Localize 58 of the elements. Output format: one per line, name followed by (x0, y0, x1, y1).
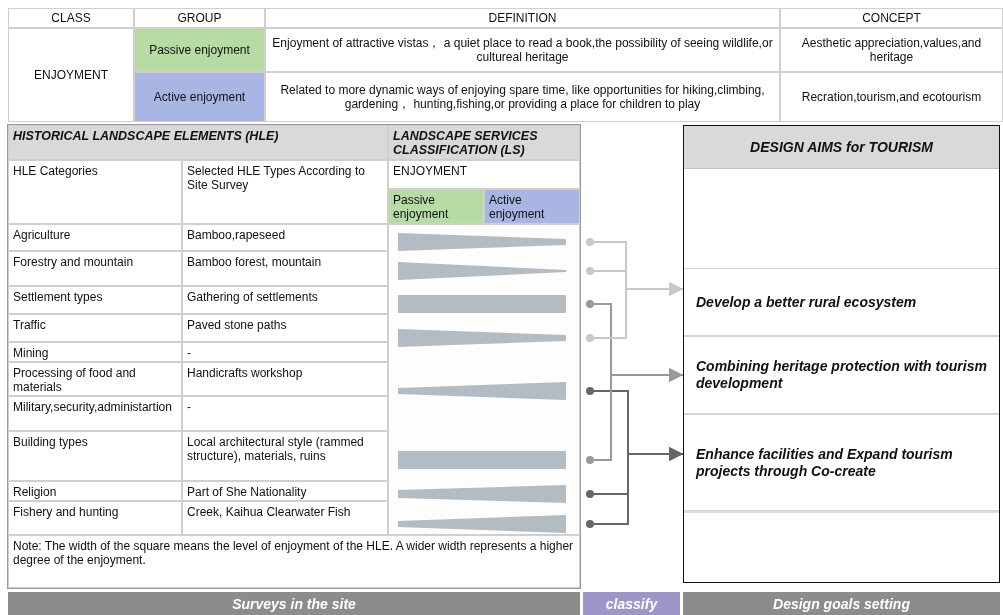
table-cell: Enjoyment of attractive vistas， a quiet place to read a book,the possibility of seeing wildlife,or cultureal heritage (265, 28, 780, 72)
table-cell: Traffic (8, 314, 182, 342)
table-cell: Active enjoyment (484, 189, 580, 224)
section-band: Surveys in the site (8, 592, 580, 615)
goal-text: Combining heritage protection with tourism development (684, 336, 999, 414)
connector-dot (586, 490, 594, 498)
table-cell: Bamboo forest, mountain (182, 251, 388, 286)
table-cell: Building types (8, 431, 182, 481)
goal-text: Enhance facilities and Expand tourism projects through Co-create (684, 414, 999, 511)
column-header: CONCEPT (780, 8, 1003, 28)
section-header: LANDSCAPE SERVICES CLASSIFICATION (LS) (388, 125, 580, 160)
connector-arrow (593, 447, 684, 525)
table-cell: Handicrafts workshop (182, 362, 388, 396)
table-cell: - (182, 396, 388, 431)
table-cell: Related to more dynamic ways of enjoying spare time, like opportunities for hiking,climbing, gardening， hunting,fishing,or providing a place for children to play (265, 72, 780, 122)
column-header: DEFINITION (265, 8, 780, 28)
table-cell: Fishery and hunting (8, 501, 182, 535)
connector-dot (586, 300, 594, 308)
connector-dot (586, 456, 594, 464)
connector-dot (586, 387, 594, 395)
table-cell: Agriculture (8, 224, 182, 251)
table-cell: Gathering of settlements (182, 286, 388, 314)
column-header: CLASS (8, 8, 134, 28)
table-cell: Bamboo,rapeseed (182, 224, 388, 251)
table-cell: Passive enjoyment (388, 189, 484, 224)
table-cell: Aesthetic appreciation,values,and heritage (780, 28, 1003, 72)
table-cell: Settlement types (8, 286, 182, 314)
connector-dot (586, 520, 594, 528)
table-cell: Mining (8, 342, 182, 362)
connector-dot (586, 238, 594, 246)
table-cell: HLE Categories (8, 160, 182, 224)
connector-dot (586, 334, 594, 342)
table-cell: - (182, 342, 388, 362)
table-cell: Local architectural style (rammed structure), materials, ruins (182, 431, 388, 481)
table-cell: ENJOYMENT (388, 160, 580, 189)
aims-panel (683, 125, 1000, 583)
table-cell: Part of She Nationality (182, 481, 388, 501)
table-cell: Recration,tourism,and ecotourism (780, 72, 1003, 122)
table-cell: Paved stone paths (182, 314, 388, 342)
panel-heading: DESIGN AIMS for TOURISM (684, 126, 999, 169)
note-text: Note: The width of the square means the level of enjoyment of the HLE. A wider width represents a higher degree of the enjoyment. (8, 535, 580, 588)
table-cell: Selected HLE Types According to Site Survey (182, 160, 388, 224)
connector-dot (586, 267, 594, 275)
table-cell: Religion (8, 481, 182, 501)
table-cell: Passive enjoyment (134, 28, 265, 72)
table-cell: ENJOYMENT (8, 28, 134, 122)
section-header: HISTORICAL LANDSCAPE ELEMENTS (HLE) (8, 125, 388, 160)
table-cell: Active enjoyment (134, 72, 265, 122)
table-cell: Forestry and mountain (8, 251, 182, 286)
connector-arrow (593, 282, 684, 339)
connector-arrow (593, 368, 684, 461)
table-cell: Processing of food and materials (8, 362, 182, 396)
table-cell: Creek, Kaihua Clearwater Fish (182, 501, 388, 535)
section-band: Design goals setting (683, 592, 1000, 615)
column-header: GROUP (134, 8, 265, 28)
section-band: classify (583, 592, 680, 615)
goal-text: Develop a better rural ecosystem (684, 268, 999, 336)
table-cell: Military,security,administartion (8, 396, 182, 431)
